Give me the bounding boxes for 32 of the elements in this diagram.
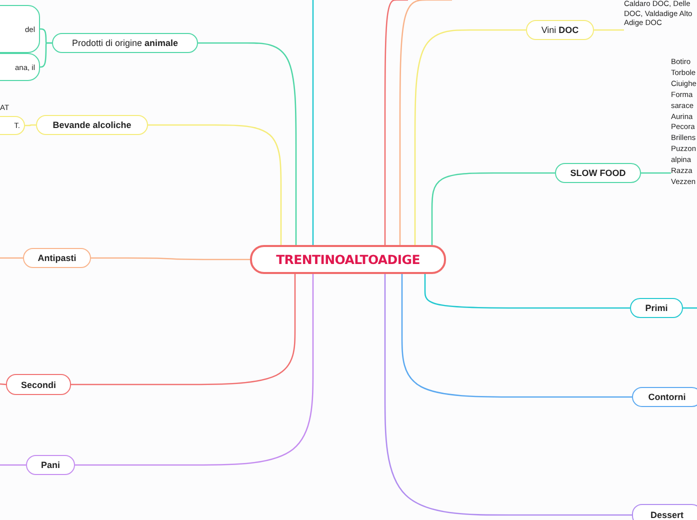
topic-box: Antipasti [23, 248, 91, 268]
connector-line [40, 42, 52, 68]
connector-line [312, 0, 314, 245]
topic-box: Bevande alcoliche [36, 115, 148, 135]
connector-line [0, 257, 23, 259]
connector-line [424, 274, 630, 309]
connector-line [683, 307, 697, 309]
topic-box: Primi [630, 298, 683, 318]
connector-line [0, 464, 26, 466]
connector-line [0, 383, 6, 386]
connector-line [641, 172, 671, 174]
connector-line [91, 257, 250, 260]
connector-line [431, 172, 555, 245]
connector-line [71, 274, 296, 386]
topic-box: Vini DOC [526, 20, 594, 40]
connector-line [25, 124, 36, 126]
connector-line [594, 29, 624, 31]
connector-line [75, 274, 314, 466]
central-topic: TRENTINOALTOADIGE [250, 245, 446, 274]
topic-box: Prodotti di origine animale [52, 33, 198, 53]
topic-box: Pani [26, 455, 75, 475]
topic-box: Contorni [632, 387, 697, 407]
connector-line [384, 0, 408, 245]
connector-line [414, 29, 526, 245]
connector-line [399, 0, 452, 245]
topic-box: Dessert [632, 504, 697, 520]
connector-line [401, 274, 632, 398]
topic-box: SLOW FOOD [555, 163, 641, 183]
connector-line [148, 124, 282, 245]
connector-line [384, 274, 632, 516]
topic-box: Secondi [6, 374, 71, 395]
connector-line [198, 42, 297, 245]
